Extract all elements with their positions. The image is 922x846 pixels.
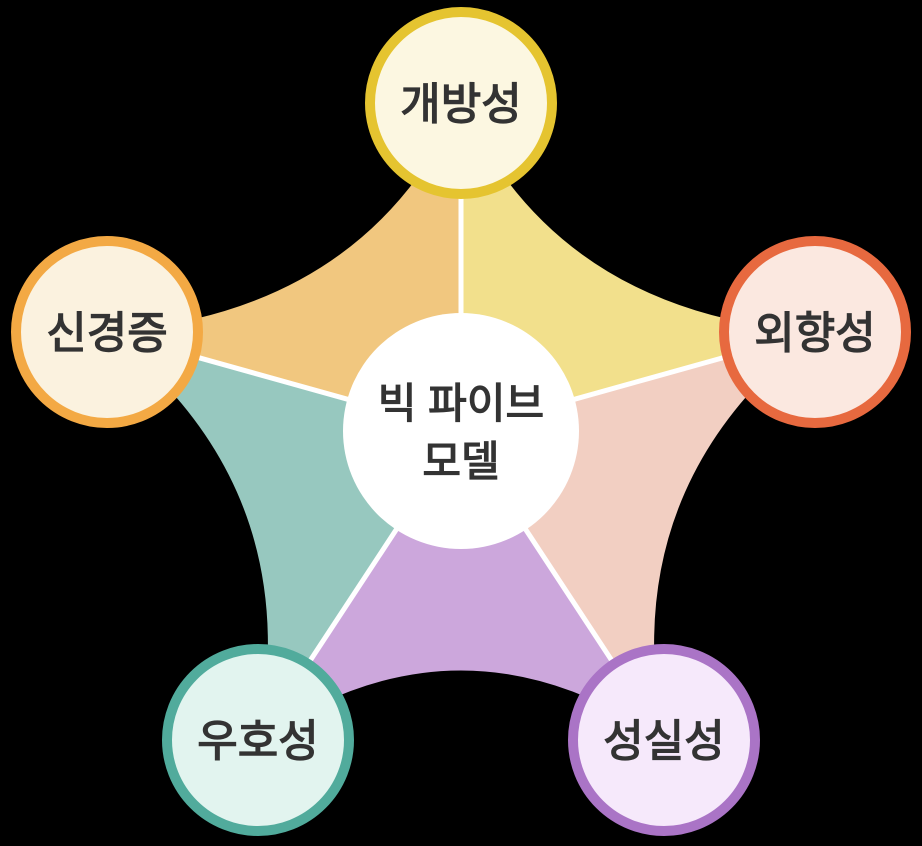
node-circle-conscientiousness [568,644,760,836]
node-label-conscientiousness: 성실성 [603,717,724,766]
node-circle-agreeableness [162,644,354,836]
center-title-line2: 모델 [422,438,499,485]
center-title-line1: 빅 파이브 [378,380,544,427]
node-circle-neuroticism [11,236,203,428]
node-label-extraversion: 외향성 [754,309,875,358]
node-circle-extraversion [719,236,911,428]
node-circle-openness [365,7,557,199]
center-circle [343,313,579,549]
node-label-openness: 개방성 [400,80,521,129]
node-label-neuroticism: 신경증 [46,309,167,358]
wedge-conscientiousness-agreeableness [258,431,664,740]
node-label-agreeableness: 우호성 [197,717,318,766]
